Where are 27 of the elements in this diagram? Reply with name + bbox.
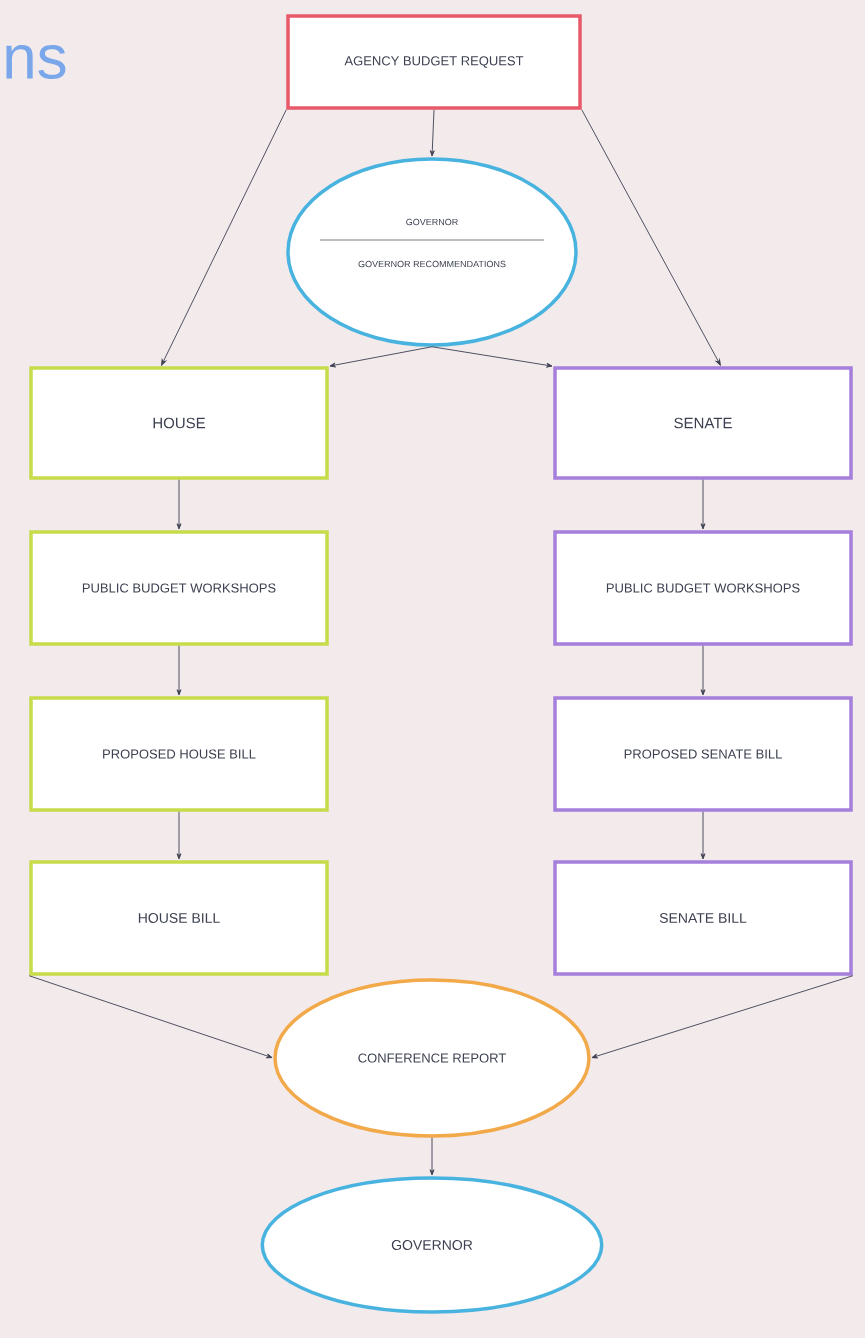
- body-text: GOVERNOR RECOMMENDATIONS: [358, 260, 506, 268]
- arrow: [700, 479, 706, 530]
- arrow: [700, 811, 706, 860]
- process-box: HOUSE: [29, 366, 329, 480]
- arrow: [176, 811, 182, 860]
- arrow: [161, 109, 287, 366]
- arrow: [429, 109, 435, 157]
- process-box: SENATE: [553, 366, 853, 480]
- arrow: [581, 109, 721, 366]
- process-box: PROPOSED HOUSE BILL: [29, 696, 329, 812]
- arrow: [591, 975, 854, 1059]
- arrow: [176, 479, 182, 530]
- arrow: [431, 346, 553, 368]
- process-box: PUBLIC BUDGET WORKSHOPS: [29, 530, 329, 646]
- process-box: AGENCY BUDGET REQUEST: [286, 14, 582, 110]
- process-box: SENATE BILL: [553, 860, 853, 976]
- heading-text: GOVERNOR: [406, 218, 458, 226]
- process-box: PUBLIC BUDGET WORKSHOPS: [553, 530, 853, 646]
- arrow: [176, 645, 182, 696]
- arrow: [28, 975, 273, 1059]
- arrow: [329, 346, 433, 368]
- process-box: HOUSE BILL: [29, 860, 329, 976]
- process-ellipse: [286, 157, 578, 347]
- arrow: [700, 645, 706, 696]
- process-box: PROPOSED SENATE BILL: [553, 696, 853, 812]
- title: ns: [6, 45, 66, 79]
- arrow: [429, 1137, 435, 1176]
